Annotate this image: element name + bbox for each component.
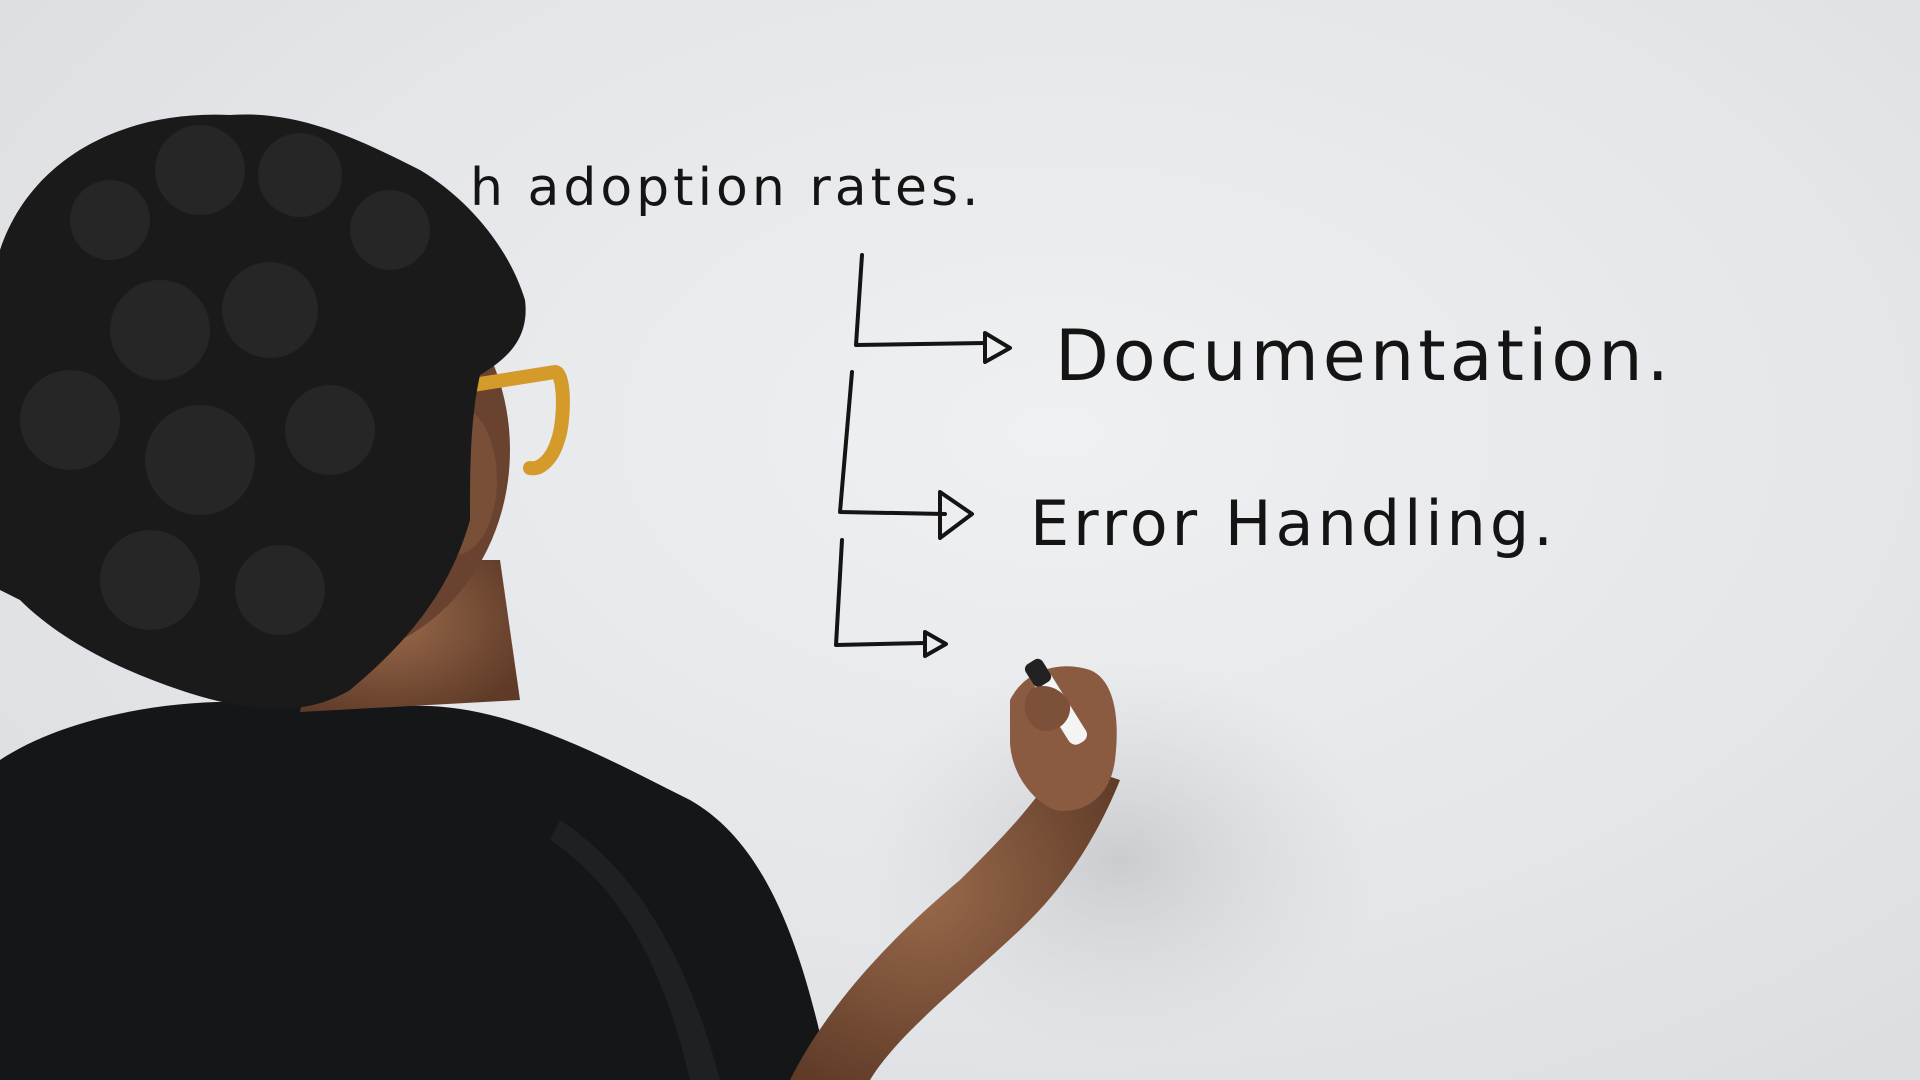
hair-curls xyxy=(20,125,430,635)
item-label-documentation: Documentation. xyxy=(1055,315,1673,397)
arrow-head-2 xyxy=(938,490,974,540)
shirt-fold xyxy=(550,820,720,1080)
person-shirt xyxy=(0,701,830,1080)
arrow-head-3 xyxy=(923,630,948,658)
glasses-icon xyxy=(403,364,570,476)
person-arm xyxy=(790,760,1120,1080)
top-line-text: h adoption rates. xyxy=(470,158,983,218)
bracket-line-3 xyxy=(834,538,927,647)
item-label-error-handling: Error Handling. xyxy=(1030,487,1557,560)
bracket-line-1 xyxy=(854,253,987,347)
bracket-line-2 xyxy=(838,370,947,516)
arrow-head-1 xyxy=(983,331,1012,364)
arm-shadow xyxy=(860,660,1380,1060)
person-fingers xyxy=(1024,685,1071,732)
